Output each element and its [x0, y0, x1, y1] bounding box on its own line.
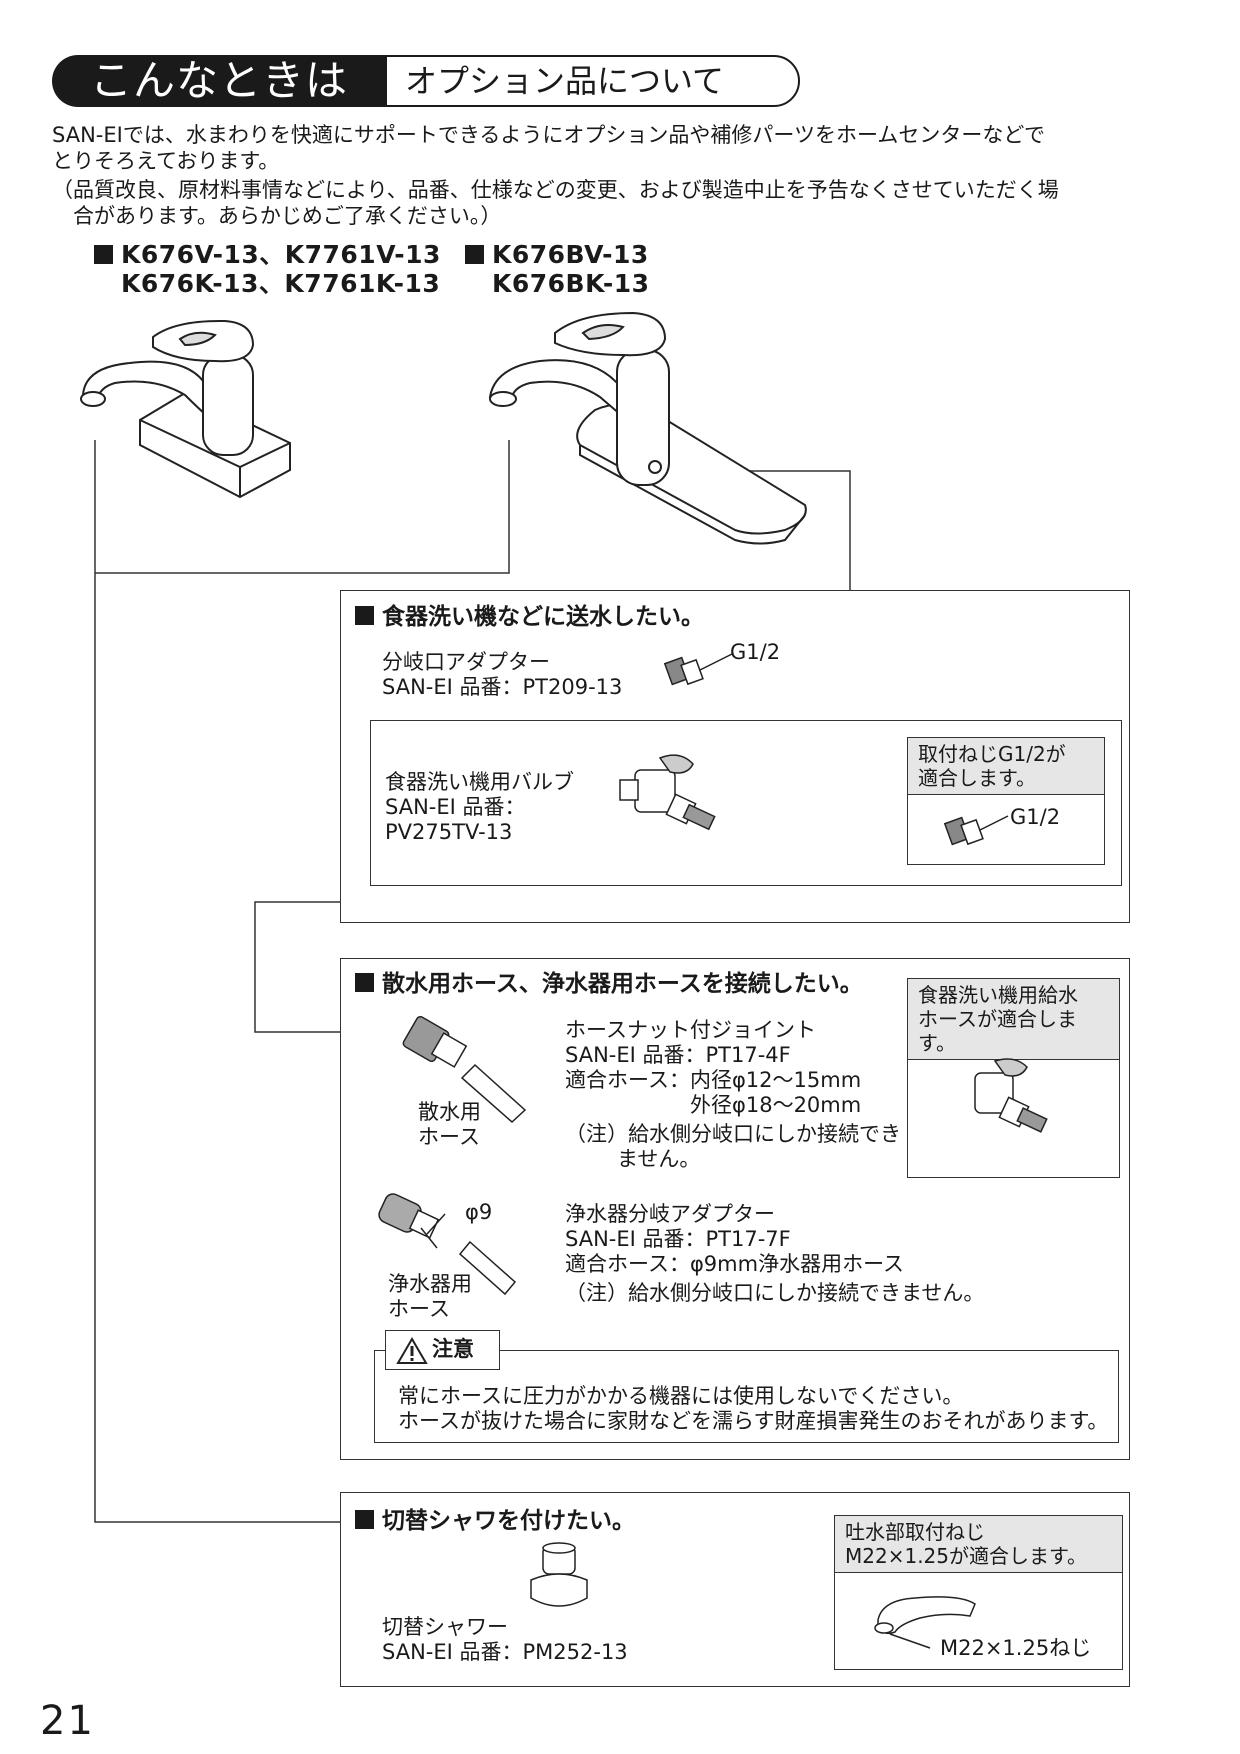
product-number: SAN-EI 品番：PM252-13: [382, 1640, 628, 1664]
supply-valve-illustration: [974, 1058, 1048, 1133]
bullet-square-icon: [355, 606, 374, 625]
section-title-text: 食器洗い機などに送水したい。: [382, 604, 704, 630]
purifier-hose-label: 浄水器用 ホース: [388, 1272, 472, 1322]
dishwasher-valve-info: 食器洗い機用バルブ SAN-EI 品番： PV275TV-13: [385, 770, 574, 845]
bullet-square-icon: [355, 1510, 374, 1529]
fit-text-line: ホースが適合します。: [918, 1007, 1077, 1055]
product-number: SAN-EI 品番：PT17-7F: [565, 1227, 791, 1251]
thread-label: M22×1.25ねじ: [940, 1636, 1092, 1660]
fit-hose: 外径φ18～20mm: [690, 1093, 862, 1117]
supply-hose-fit-header: 食器洗い機用給水 ホースが適合します。: [908, 979, 1119, 1060]
model-line: K676V-13、K7761V-13: [121, 240, 441, 269]
hose-section-title: 散水用ホース、浄水器用ホースを接続したい。: [355, 970, 863, 998]
product-number-label: SAN-EI 品番：: [385, 795, 526, 819]
product-name: ホースナット付ジョイント: [565, 1018, 816, 1042]
shower-section-title: 切替シャワを付けたい。: [355, 1507, 635, 1535]
g12-fit-header: 取付ねじG1/2が 適合します。: [908, 738, 1104, 795]
caution-line: 常にホースに圧力がかかる機器には使用しないでください。: [398, 1384, 964, 1408]
product-name: 分岐口アダプター: [382, 650, 550, 674]
product-name: 切替シャワー: [382, 1615, 508, 1639]
g12-adapter-illustration: [943, 815, 1009, 846]
label-line: 浄水器用: [388, 1272, 472, 1296]
branch-adapter-info: 分岐口アダプター SAN-EI 品番：PT209-13: [382, 650, 622, 700]
intro-line-1: SAN-EIでは、水まわりを快適にサポートできるようにオプション品や補修パーツを…: [52, 123, 1045, 147]
note-line-1: （品質改良、原材料事情などにより、品番、仕様などの変更、および製造中止を予告なく…: [52, 178, 1059, 202]
product-number: SAN-EI 品番：PT17-4F: [565, 1043, 791, 1067]
purifier-adapter-info: 浄水器分岐アダプター SAN-EI 品番：PT17-7F 適合ホース：φ9mm浄…: [565, 1202, 984, 1306]
product-number: SAN-EI 品番：PT209-13: [382, 675, 623, 699]
thread-label: G1/2: [730, 640, 781, 664]
section-title-text: 散水用ホース、浄水器用ホースを接続したい。: [382, 971, 863, 997]
product-name: 浄水器分岐アダプター: [565, 1202, 775, 1226]
fit-text-line: M22×1.25が適合します。: [845, 1544, 1087, 1568]
fit-text-line: 吐水部取付ねじ: [845, 1520, 985, 1544]
hose-joint-illustration: [402, 1015, 527, 1124]
product-name: 食器洗い機用バルブ: [385, 770, 574, 794]
spout-illustration: [874, 1596, 976, 1649]
model-group-1: K676V-13、K7761V-13 K676K-13、K7761K-13: [94, 240, 441, 298]
faucet-with-branch-illustration: [488, 311, 807, 545]
caution-label: 注意: [432, 1337, 474, 1361]
model-line: K676BV-13: [492, 240, 649, 269]
note-text: （注）給水側分岐口にしか接続できません。: [565, 1281, 985, 1305]
product-number: PV275TV-13: [385, 820, 513, 844]
model-line: K676K-13、K7761K-13: [121, 269, 441, 298]
switch-shower-illustration: [530, 1542, 588, 1607]
intro-text: SAN-EIでは、水まわりを快適にサポートできるようにオプション品や補修パーツを…: [52, 122, 1052, 174]
m22-fit-box: 吐水部取付ねじ M22×1.25が適合します。: [834, 1515, 1123, 1670]
intro-line-2: とりそろえております。: [52, 149, 280, 173]
g12-fit-box: 取付ねじG1/2が 適合します。: [907, 737, 1105, 865]
dishwasher-valve-illustration: [619, 754, 716, 831]
note-line-2: 合があります。あらかじめご了承ください。）: [52, 204, 502, 228]
section-title-text: 切替シャワを付けたい。: [382, 1508, 635, 1534]
disclaimer-note: （品質改良、原材料事情などにより、品番、仕様などの変更、および製造中止を予告なく…: [52, 177, 1082, 229]
fit-hose: 適合ホース：内径φ12～15mm: [565, 1068, 862, 1092]
fit-text-line: 取付ねじG1/2が: [918, 742, 1066, 766]
bullet-square-icon: [465, 245, 484, 264]
model-line: K676BK-13: [492, 269, 650, 298]
fit-text-line: 食器洗い機用給水: [918, 983, 1078, 1007]
caution-text: 常にホースに圧力がかかる機器には使用しないでください。 ホースが抜けた場合に家財…: [398, 1384, 1108, 1434]
model-group-2: K676BV-13 K676BK-13: [465, 240, 649, 298]
faucet-standard-illustration: [80, 319, 291, 499]
page-title: オプション品について: [385, 55, 800, 107]
garden-hose-label: 散水用 ホース: [418, 1100, 481, 1150]
page-number: 21: [40, 1698, 95, 1744]
diameter-label: φ9: [465, 1200, 493, 1224]
caution-line: ホースが抜けた場合に家財などを濡らす財産損害発生のおそれがあります。: [398, 1409, 1109, 1433]
bullet-square-icon: [94, 245, 113, 264]
fit-text-line: 適合します。: [918, 766, 1036, 790]
label-line: ホース: [418, 1125, 480, 1149]
thread-label: G1/2: [1010, 805, 1061, 829]
label-line: 散水用: [418, 1100, 481, 1124]
bullet-square-icon: [355, 973, 374, 992]
note-text: （注）給水側分岐口にしか接続でき: [565, 1122, 901, 1146]
warning-triangle-icon: [396, 1337, 428, 1364]
dishwasher-section-title: 食器洗い機などに送水したい。: [355, 603, 704, 631]
m22-fit-header: 吐水部取付ねじ M22×1.25が適合します。: [835, 1516, 1122, 1573]
branch-adapter-illustration: [663, 653, 733, 686]
hose-joint-info: ホースナット付ジョイント SAN-EI 品番：PT17-4F 適合ホース：内径φ…: [565, 1018, 901, 1172]
category-label: こんなときは: [52, 55, 385, 107]
note-text: ません。: [617, 1147, 701, 1171]
fit-hose: 適合ホース：φ9mm浄水器用ホース: [565, 1252, 905, 1276]
purifier-adapter-illustration: [378, 1193, 517, 1296]
label-line: ホース: [388, 1297, 450, 1321]
switch-shower-info: 切替シャワー SAN-EI 品番：PM252-13: [382, 1615, 628, 1665]
